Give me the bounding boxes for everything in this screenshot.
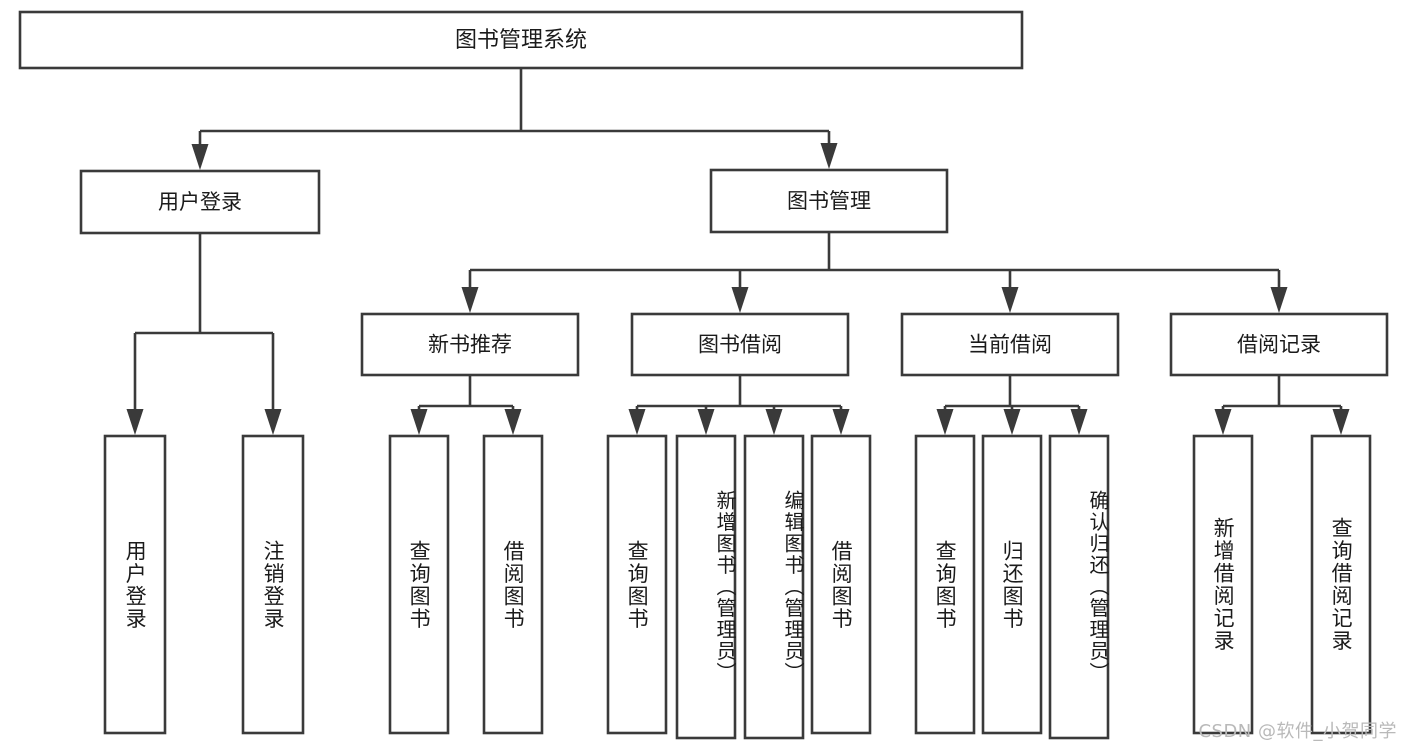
- node-box[interactable]: [1048, 434, 1110, 740]
- node-root[interactable]: 图书管理系统: [18, 10, 1024, 70]
- node-label: 图书借阅: [698, 333, 782, 357]
- node-newbook[interactable]: 新书推荐: [360, 312, 580, 377]
- node-box[interactable]: [675, 434, 737, 740]
- connector-group: [126, 233, 282, 435]
- node-box[interactable]: [1169, 312, 1389, 377]
- node-leaf-current-confirm[interactable]: [1048, 434, 1110, 740]
- node-leaf-user-login[interactable]: [103, 434, 167, 735]
- node-box[interactable]: [103, 434, 167, 735]
- node-box[interactable]: [630, 312, 850, 377]
- connector-group: [628, 375, 850, 435]
- node-leaf-current-return[interactable]: [981, 434, 1043, 735]
- arrow-head-icon: [461, 287, 479, 313]
- arrow-head-icon: [628, 409, 646, 435]
- arrow-head-icon: [697, 409, 715, 435]
- node-login[interactable]: 用户登录: [79, 169, 321, 235]
- arrow-head-icon: [1001, 287, 1019, 313]
- node-leaf-newbook-query[interactable]: [388, 434, 450, 735]
- node-box[interactable]: [709, 168, 949, 234]
- connector-group: [191, 68, 838, 170]
- arrow-head-icon: [1214, 409, 1232, 435]
- arrow-head-icon: [936, 409, 954, 435]
- arrow-head-icon: [1270, 287, 1288, 313]
- node-box[interactable]: [606, 434, 668, 735]
- node-box[interactable]: [1192, 434, 1254, 735]
- arrow-head-icon: [264, 409, 282, 435]
- node-box[interactable]: [810, 434, 872, 735]
- node-box[interactable]: [900, 312, 1120, 377]
- node-box[interactable]: [18, 10, 1024, 70]
- arrow-head-icon: [832, 409, 850, 435]
- arrow-head-icon: [1070, 409, 1088, 435]
- node-box[interactable]: [241, 434, 305, 735]
- node-leaf-borrow-edit[interactable]: [743, 434, 805, 740]
- connector-group: [1214, 375, 1350, 435]
- node-bookmgr[interactable]: 图书管理: [709, 168, 949, 234]
- node-leaf-newbook-borrow[interactable]: [482, 434, 544, 735]
- node-leaf-record-add[interactable]: [1192, 434, 1254, 735]
- node-label: 用户登录: [158, 190, 242, 214]
- node-label: 图书管理系统: [455, 28, 587, 53]
- node-box[interactable]: [360, 312, 580, 377]
- edge-layer: [126, 68, 1350, 435]
- arrow-head-icon: [1003, 409, 1021, 435]
- arrow-head-icon: [820, 143, 838, 169]
- arrow-head-icon: [731, 287, 749, 313]
- node-borrow[interactable]: 图书借阅: [630, 312, 850, 377]
- arrow-head-icon: [765, 409, 783, 435]
- arrow-head-icon: [1332, 409, 1350, 435]
- connector-group: [461, 232, 1288, 313]
- node-leaf-borrow-lend[interactable]: [810, 434, 872, 735]
- node-label: 图书管理: [787, 189, 871, 213]
- node-leaf-borrow-add[interactable]: [675, 434, 737, 740]
- node-label: 当前借阅: [968, 333, 1052, 357]
- node-leaf-record-query[interactable]: [1310, 434, 1372, 735]
- node-label: 新书推荐: [428, 333, 512, 357]
- node-box[interactable]: [981, 434, 1043, 735]
- arrow-head-icon: [126, 409, 144, 435]
- connector-group: [410, 375, 522, 435]
- node-leaf-borrow-query[interactable]: [606, 434, 668, 735]
- node-record[interactable]: 借阅记录: [1169, 312, 1389, 377]
- arrow-head-icon: [191, 144, 209, 170]
- arrow-head-icon: [410, 409, 428, 435]
- node-box[interactable]: [1310, 434, 1372, 735]
- node-leaf-user-logout[interactable]: [241, 434, 305, 735]
- node-box[interactable]: [482, 434, 544, 735]
- node-box[interactable]: [914, 434, 976, 735]
- arrow-head-icon: [504, 409, 522, 435]
- node-current[interactable]: 当前借阅: [900, 312, 1120, 377]
- node-box[interactable]: [743, 434, 805, 740]
- node-label: 借阅记录: [1237, 333, 1321, 357]
- node-leaf-current-query[interactable]: [914, 434, 976, 735]
- watermark: CSDN @软件_小贺同学: [1198, 721, 1397, 742]
- node-box[interactable]: [388, 434, 450, 735]
- node-box[interactable]: [79, 169, 321, 235]
- connector-group: [936, 375, 1088, 435]
